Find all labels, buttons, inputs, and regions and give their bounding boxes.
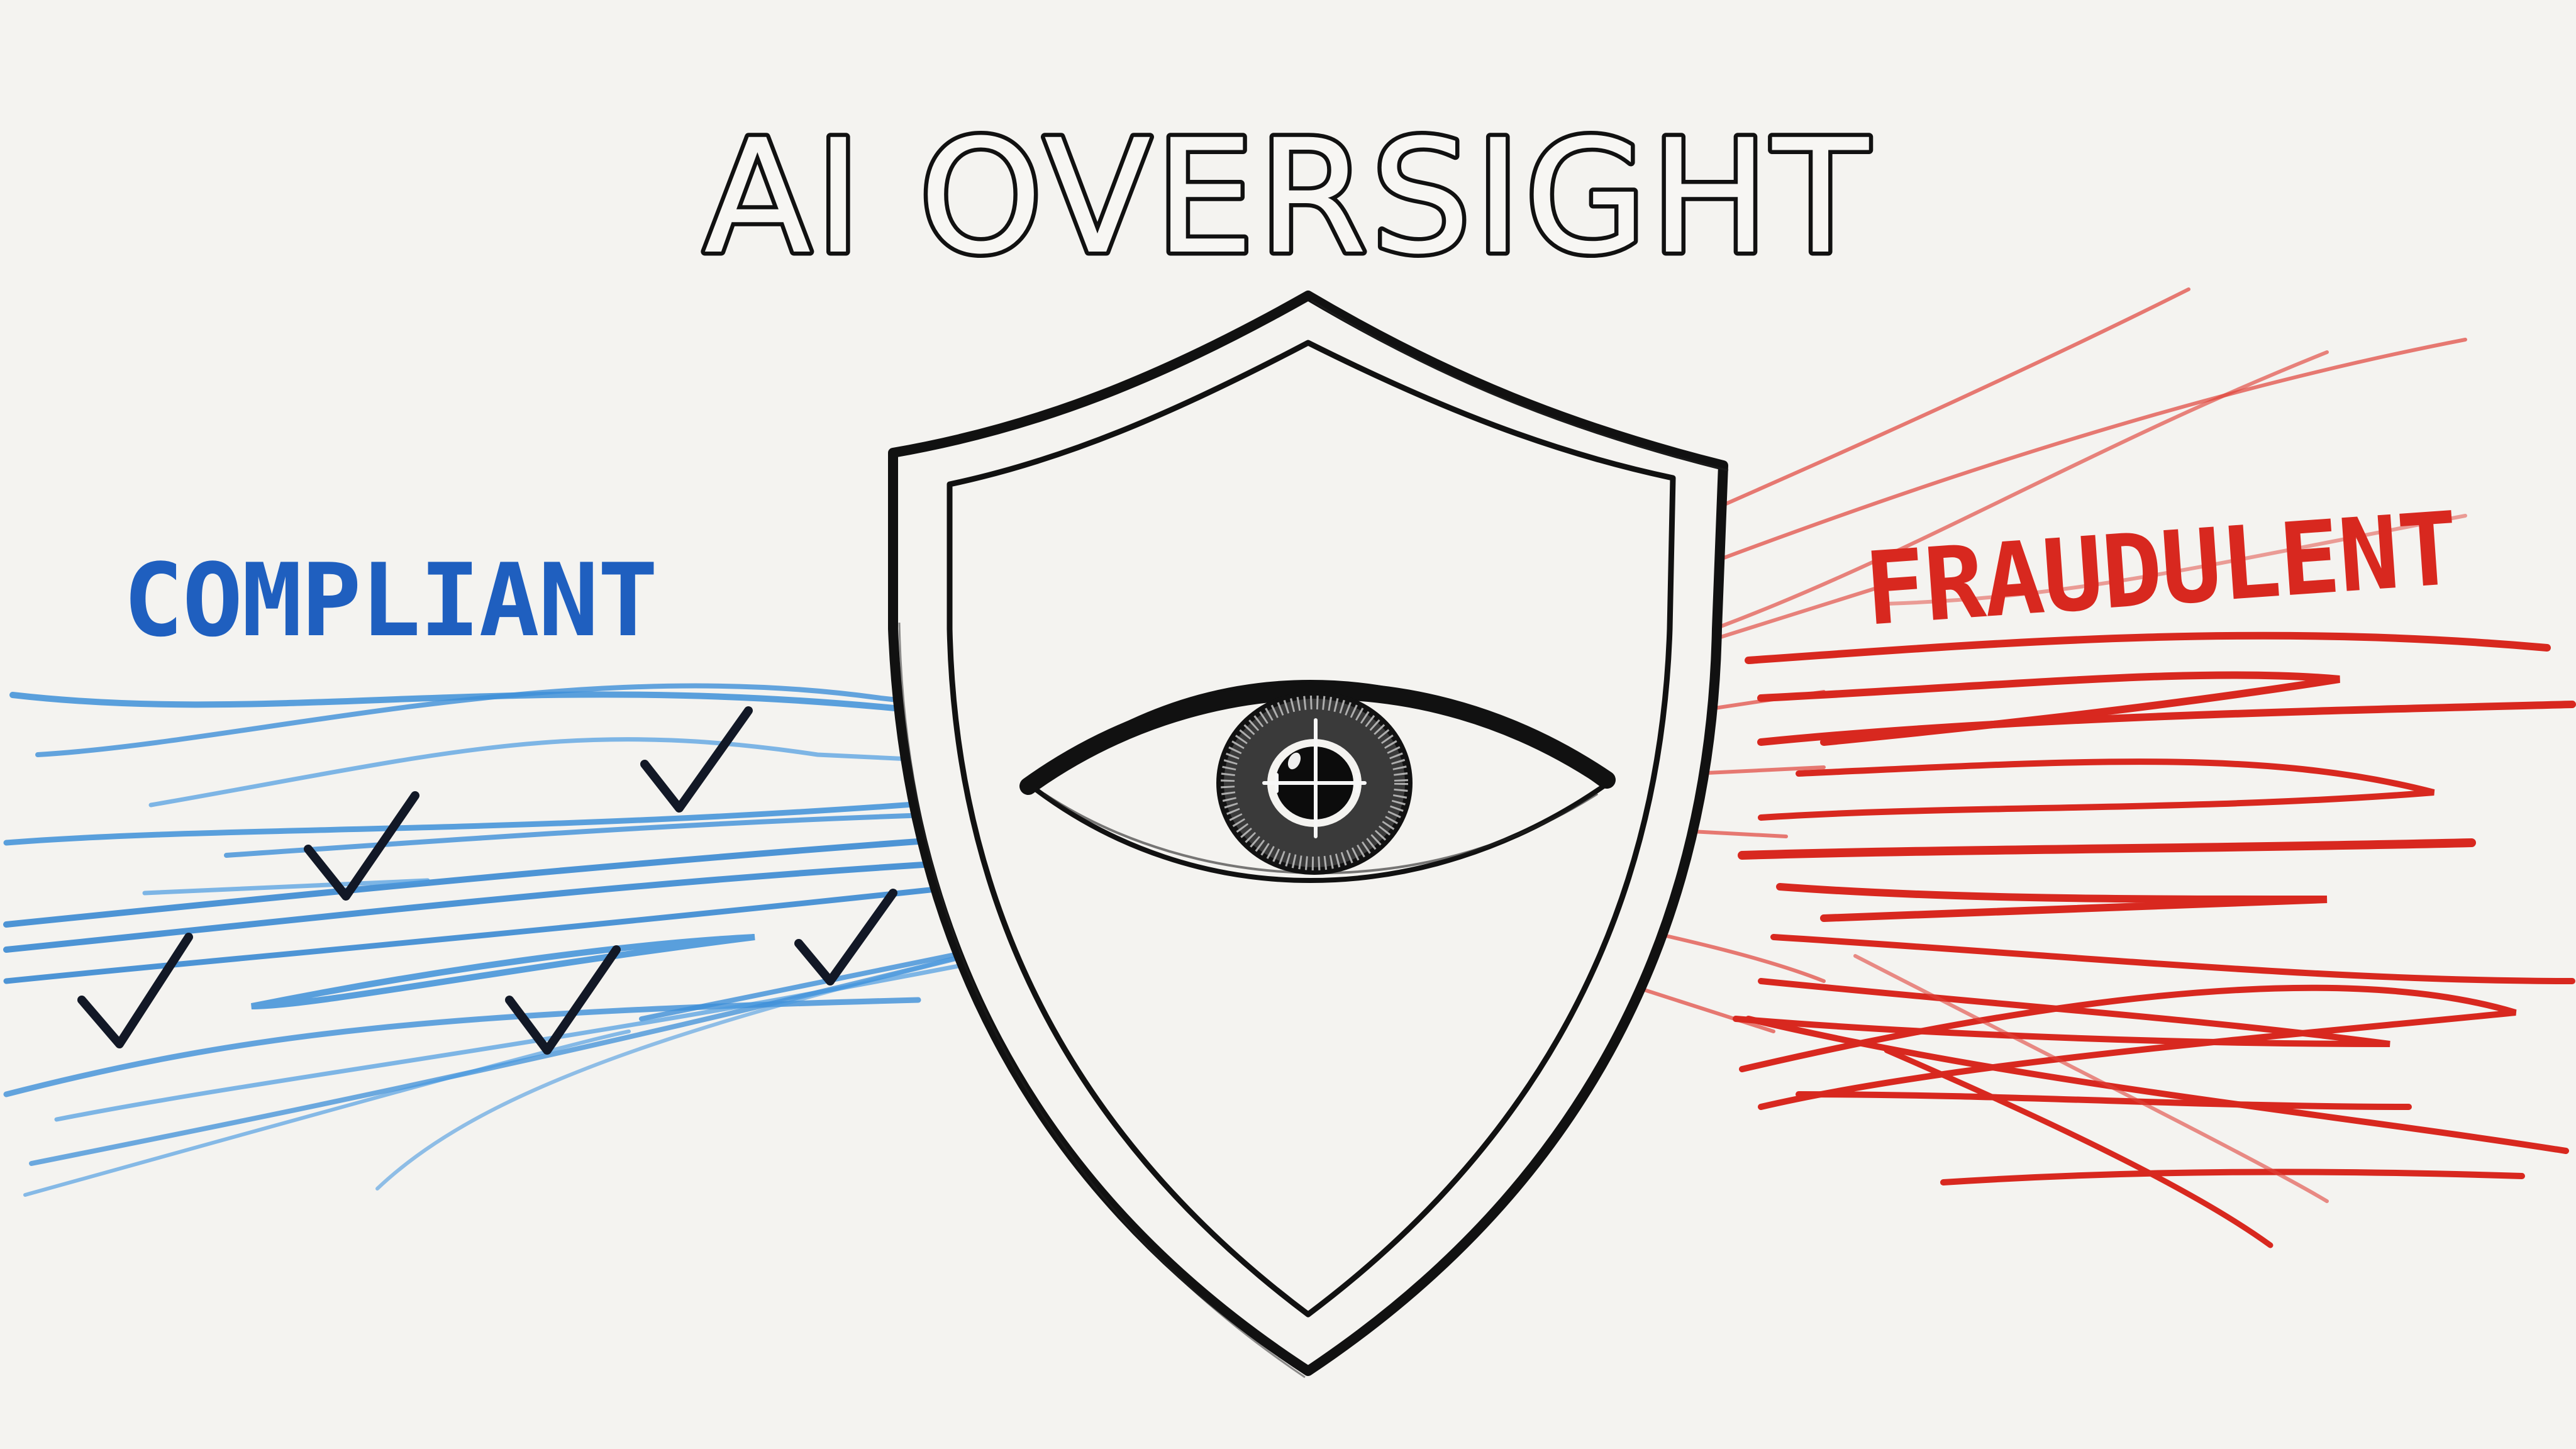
fraudulent-label-text: FRAUDULENT <box>1861 489 2461 648</box>
checkmark-icon <box>794 889 897 985</box>
checkmarks <box>77 706 897 1055</box>
compliant-label: COMPLIANT <box>123 541 658 659</box>
checkmark-icon <box>77 933 193 1048</box>
crosshair-icon <box>1262 718 1367 838</box>
checkmark-icon <box>304 791 419 901</box>
checkmark-icon <box>505 945 621 1055</box>
eye-icon <box>1019 680 1616 883</box>
title-text: AI OVERSIGHT <box>704 106 1872 289</box>
fraudulent-label: FRAUDULENT <box>1861 489 2461 648</box>
title: AI OVERSIGHT <box>699 102 1872 293</box>
checkmark-icon <box>640 706 753 813</box>
compliant-label-text: COMPLIANT <box>123 541 657 659</box>
